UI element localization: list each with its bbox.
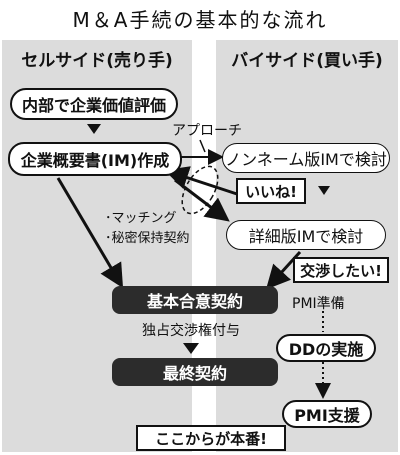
want-to-negotiate-bubble: 交渉したい! bbox=[293, 257, 389, 283]
approach-pointer bbox=[199, 139, 206, 153]
down-arrow-valuation-to-im bbox=[87, 124, 101, 134]
arrow-like-to-im bbox=[164, 166, 241, 197]
buy-side-header: バイサイド(買い手) bbox=[231, 51, 383, 71]
diagram-title: M＆A手続の基本的な流れ bbox=[72, 8, 328, 32]
nda-label: ･秘密保持契約 bbox=[105, 231, 190, 246]
pmi-support-box: PMI支援 bbox=[282, 400, 372, 428]
starts-here-bubble: ここからが本番! bbox=[136, 425, 286, 451]
detailed-im-box: 詳細版IMで検討 bbox=[226, 220, 386, 250]
arrow-sell-to-basic-agreement bbox=[56, 177, 124, 289]
sell-side-header: セルサイド(売り手) bbox=[21, 51, 173, 71]
down-arrow-basic-to-final bbox=[183, 343, 199, 354]
down-arrow-noname-to-detailed bbox=[318, 186, 330, 195]
final-contract-box: 最終契約 bbox=[112, 358, 278, 386]
noname-im-box: ノンネーム版IMで検討 bbox=[222, 143, 390, 173]
arrow-im-to-detailed bbox=[174, 178, 230, 222]
matching-dashed-ellipse bbox=[181, 165, 219, 215]
like-bubble: いいね! bbox=[236, 178, 306, 204]
basic-agreement-box: 基本合意契約 bbox=[112, 286, 278, 314]
approach-label: アプローチ bbox=[172, 123, 242, 139]
pmi-prep-label: PMI準備 bbox=[292, 296, 345, 312]
internal-valuation-box: 内部で企業価値評価 bbox=[10, 88, 178, 120]
exclusive-negotiation-label: 独占交渉権付与 bbox=[142, 323, 240, 339]
dd-execution-box: DDの実施 bbox=[276, 334, 376, 362]
im-creation-box: 企業概要書(IM)作成 bbox=[8, 142, 182, 176]
matching-label: ･マッチング bbox=[105, 211, 177, 226]
